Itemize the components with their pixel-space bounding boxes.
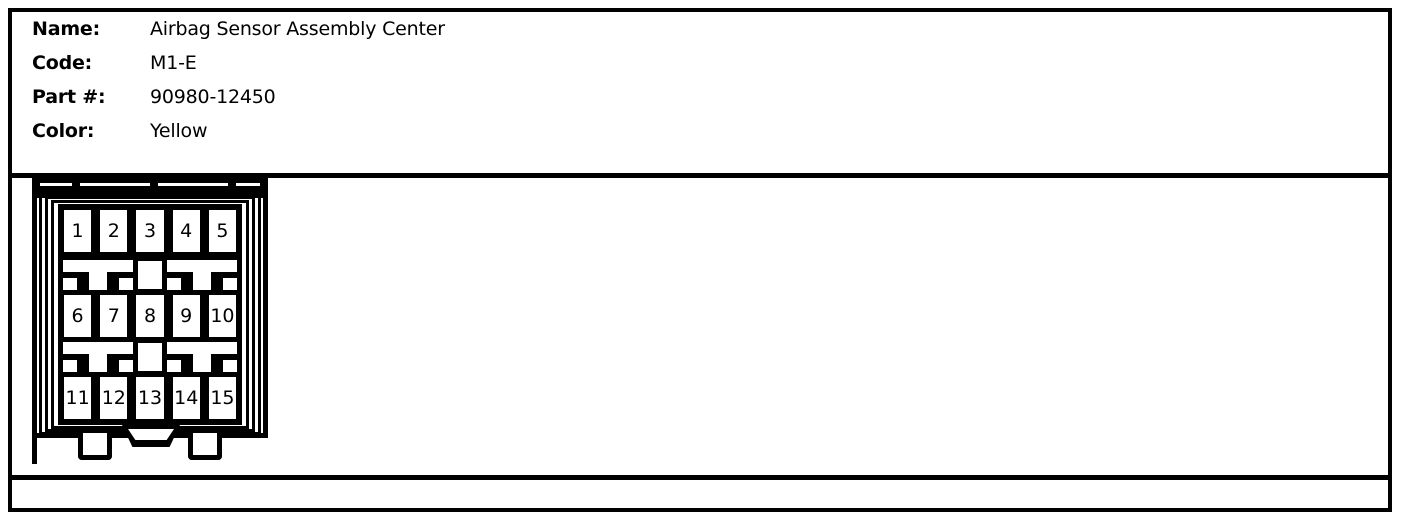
pin-cell[interactable]: 6 (61, 292, 95, 340)
info-value-name: Airbag Sensor Assembly Center (150, 18, 445, 40)
outer-frame (8, 8, 1392, 512)
info-row-code: Code: M1-E (32, 52, 197, 76)
pin-cell[interactable]: 5 (205, 207, 240, 255)
connector-bottom-section (32, 425, 268, 464)
pin-cell[interactable]: 4 (169, 207, 203, 255)
latch-inner (128, 429, 174, 440)
pin-cell[interactable]: 3 (133, 207, 167, 255)
connector-left-stub (32, 426, 37, 464)
tee-shoulder (167, 360, 181, 372)
pin-cell[interactable]: 15 (205, 374, 240, 422)
separator-key-slot (135, 340, 165, 374)
bottom-divider (8, 475, 1392, 480)
tee-top (63, 342, 133, 354)
pin-cell[interactable]: 10 (205, 292, 240, 340)
info-row-part-number: Part #: 90980-12450 (32, 86, 276, 110)
pin-cell[interactable]: 9 (169, 292, 203, 340)
pin-cell[interactable]: 7 (97, 292, 131, 340)
tee-stem (193, 354, 211, 372)
pin-cell[interactable]: 14 (169, 374, 203, 422)
tee-shoulder (63, 360, 77, 372)
pin-row-1: 1 2 3 4 5 (61, 207, 240, 255)
tee-shoulder (223, 278, 237, 290)
info-label-color: Color: (32, 120, 95, 142)
info-label-name: Name: (32, 18, 101, 40)
tee-shoulder (63, 278, 77, 290)
tee-shoulder (119, 360, 133, 372)
info-value-code: M1-E (150, 52, 197, 74)
info-label-code: Code: (32, 52, 93, 74)
info-row-color: Color: Yellow (32, 120, 207, 144)
tee-stem (89, 354, 107, 372)
header-divider (8, 173, 1392, 178)
connector-bottom-tab (188, 433, 222, 460)
connector-info-header: Name: Airbag Sensor Assembly Center Code:… (12, 12, 1388, 177)
pin-cell[interactable]: 2 (97, 207, 131, 255)
separator-tee (167, 342, 237, 372)
tee-shoulder (223, 360, 237, 372)
pin-row-separator-2 (61, 340, 239, 374)
tee-shoulder (119, 278, 133, 290)
tee-stem (89, 272, 107, 290)
pin-row-separator-1 (61, 258, 239, 292)
connector-latch (122, 425, 180, 447)
tee-shoulder (167, 278, 181, 290)
tee-top (167, 342, 237, 354)
tee-top (167, 260, 237, 272)
pin-cell[interactable]: 13 (133, 374, 167, 422)
info-value-part-number: 90980-12450 (150, 86, 276, 108)
separator-key-slot (135, 258, 165, 292)
pin-row-3: 11 12 13 14 15 (61, 374, 240, 422)
separator-tee (63, 342, 133, 372)
connector-bottom-tab (78, 433, 112, 460)
info-row-name: Name: Airbag Sensor Assembly Center (32, 18, 445, 42)
pin-cell[interactable]: 12 (97, 374, 131, 422)
info-value-color: Yellow (150, 120, 208, 142)
connector-pin-cavity: 1 2 3 4 5 (58, 204, 242, 425)
separator-tee (63, 260, 133, 290)
pin-row-2: 6 7 8 9 10 (61, 292, 240, 340)
connector-diagram: 1 2 3 4 5 (30, 176, 268, 464)
pin-cell[interactable]: 8 (133, 292, 167, 340)
info-label-part-number: Part #: (32, 86, 106, 108)
tee-top (63, 260, 133, 272)
pin-cell[interactable]: 1 (61, 207, 95, 255)
tee-stem (193, 272, 211, 290)
separator-tee (167, 260, 237, 290)
pin-cell[interactable]: 11 (61, 374, 95, 422)
